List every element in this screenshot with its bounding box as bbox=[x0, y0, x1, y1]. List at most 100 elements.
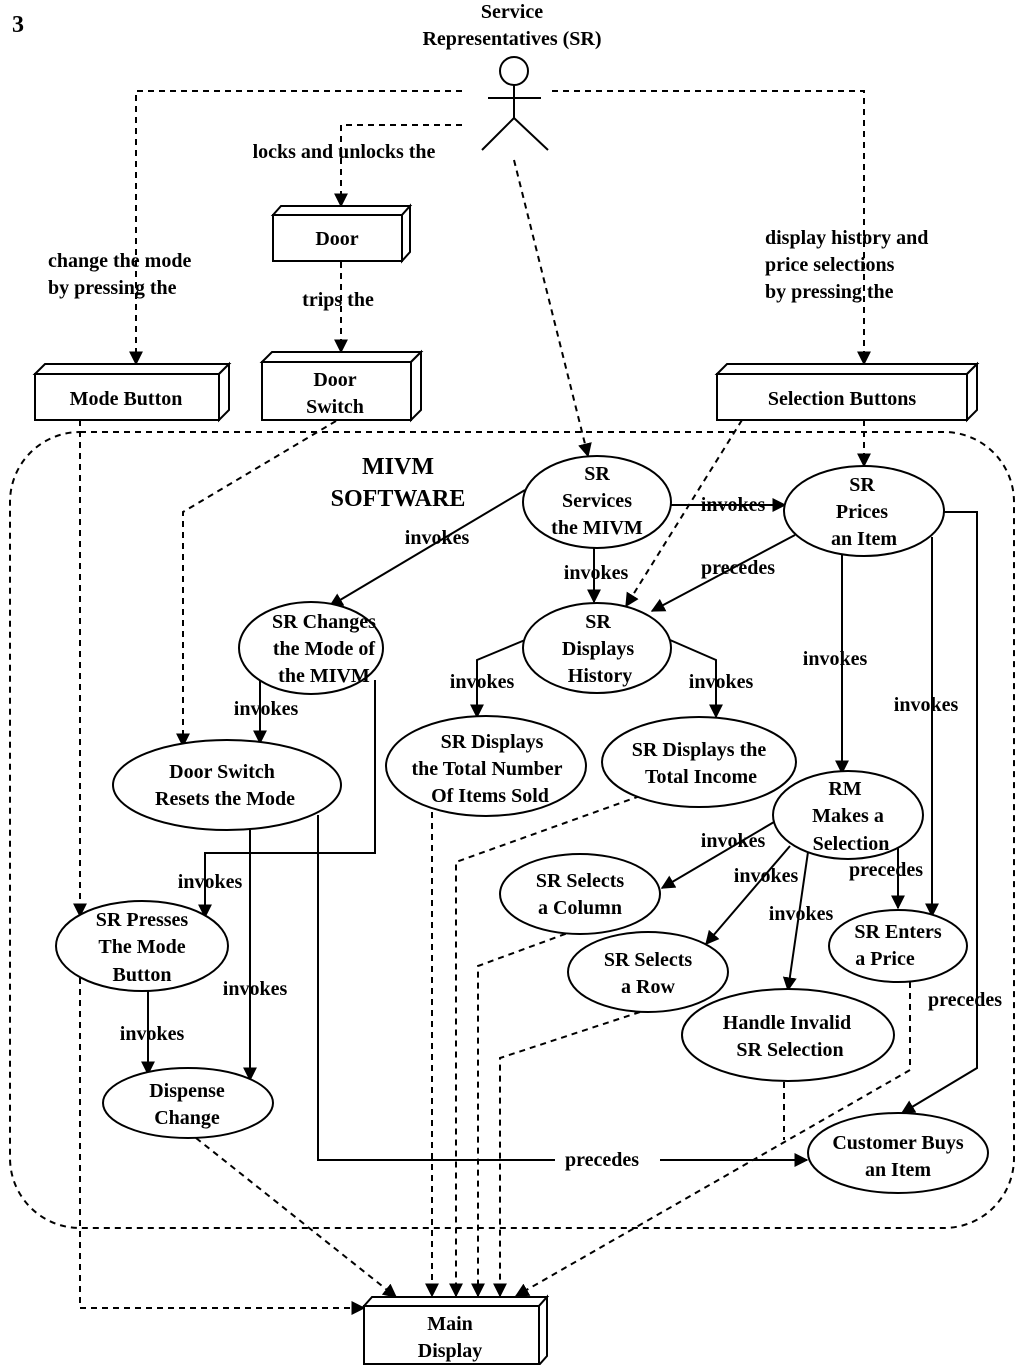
usecase-sr-enters-price: SR Enters a Price bbox=[828, 909, 968, 983]
label-trips: trips the bbox=[302, 289, 374, 311]
usecase-sr-total-income: SR Displays the Total Income bbox=[601, 716, 797, 808]
usecase-dispense-change: Dispense Change bbox=[102, 1067, 274, 1139]
edge-selection-sr-history bbox=[625, 419, 743, 608]
label-invokes-changes-resets: invokes bbox=[234, 698, 299, 720]
usecase-door-switch-resets: Door Switch Resets the Mode bbox=[112, 739, 342, 831]
sr-prices-line2: Prices bbox=[836, 501, 888, 523]
usecase-sr-selects-row: SR Selects a Row bbox=[567, 931, 729, 1013]
edge-history-total-items bbox=[470, 639, 526, 719]
edge-dispense-main bbox=[195, 1137, 398, 1298]
box-selection-buttons-label: Selection Buttons bbox=[768, 388, 917, 410]
sr-changes-line2: the Mode of bbox=[273, 638, 376, 660]
dispense-line1: Dispense bbox=[149, 1080, 225, 1102]
sr-prices-line1: SR bbox=[849, 474, 875, 496]
usecase-sr-selects-column: SR Selects a Column bbox=[499, 853, 661, 935]
sr-services-line3: the MIVM bbox=[551, 517, 643, 539]
page-number: 3 bbox=[12, 12, 24, 38]
usecase-sr-displays-history: SR Displays History bbox=[522, 602, 672, 694]
label-precedes-prices-customer: precedes bbox=[928, 989, 1002, 1011]
sr-history-line2: Displays bbox=[562, 638, 634, 660]
sr-prices-line3: an Item bbox=[831, 528, 897, 550]
usecase-sr-total-items: SR Displays the Total Number Of Items So… bbox=[385, 715, 587, 817]
box-mode-button-label: Mode Button bbox=[70, 388, 183, 410]
label-invokes-rm-column: invokes bbox=[701, 830, 766, 852]
total-income-line1: SR Displays the bbox=[632, 739, 767, 761]
presses-line3: Button bbox=[113, 964, 172, 986]
rm-line2: Makes a bbox=[812, 805, 884, 827]
edge-column-main bbox=[471, 929, 577, 1298]
box-selection-buttons: Selection Buttons bbox=[714, 361, 980, 423]
box-door-switch-line2: Switch bbox=[306, 396, 364, 418]
resets-line2: Resets the Mode bbox=[155, 788, 295, 810]
label-invokes-presses-dispense: invokes bbox=[120, 1023, 185, 1045]
total-items-line2: the Total Number bbox=[411, 758, 562, 780]
invalid-line1: Handle Invalid bbox=[723, 1012, 851, 1034]
edge-row-main bbox=[493, 1011, 641, 1298]
row-line2: a Row bbox=[621, 976, 675, 998]
sr-changes-line3: the MIVM bbox=[278, 665, 370, 687]
sr-services-line1: SR bbox=[584, 463, 610, 485]
rm-line1: RM bbox=[828, 778, 861, 800]
label-precedes-prices-history: precedes bbox=[701, 557, 775, 579]
actor-label-line2: Representatives (SR) bbox=[422, 28, 601, 50]
sr-changes-line1: SR Changes bbox=[272, 611, 376, 633]
customer-line1: Customer Buys bbox=[832, 1132, 964, 1154]
usecase-rm-makes-selection: RM Makes a Selection bbox=[772, 770, 924, 860]
usecase-sr-changes-mode: SR Changes the Mode of the MIVM bbox=[238, 601, 384, 695]
actor-service-representative: Service Representatives (SR) bbox=[422, 1, 602, 151]
label-change-mode-1: change the mode bbox=[48, 250, 191, 272]
box-door-switch: Door Switch bbox=[259, 349, 424, 423]
edge-actor-selection-buttons bbox=[552, 90, 871, 366]
presses-line1: SR Presses bbox=[96, 909, 189, 931]
presses-line2: The Mode bbox=[98, 936, 185, 958]
label-invokes-changes-presses: invokes bbox=[178, 871, 243, 893]
label-invokes-services-history: invokes bbox=[564, 562, 629, 584]
mivm-software-boundary bbox=[9, 431, 1015, 1229]
edge-labels: locks and unlocks the change the mode by… bbox=[48, 141, 1002, 1171]
customer-line2: an Item bbox=[865, 1159, 931, 1181]
edge-enters-price-main bbox=[514, 982, 911, 1297]
edge-actor-mode-button bbox=[129, 90, 462, 366]
label-precedes-rm-enters: precedes bbox=[849, 859, 923, 881]
edge-rm-column bbox=[660, 821, 775, 889]
label-invokes-rm-invalid: invokes bbox=[769, 903, 834, 925]
edge-actor-sr-services bbox=[513, 159, 592, 458]
actor-label-line1: Service bbox=[481, 1, 543, 23]
box-door: Door bbox=[270, 203, 413, 264]
edge-prices-history bbox=[650, 534, 796, 612]
label-invokes-prices-enters: invokes bbox=[894, 694, 959, 716]
label-invokes-services-prices: invokes bbox=[701, 494, 766, 516]
label-invokes-history-items: invokes bbox=[450, 671, 515, 693]
label-locks-unlocks: locks and unlocks the bbox=[253, 141, 436, 163]
edges bbox=[73, 90, 978, 1315]
box-main-display: Main Display bbox=[361, 1294, 550, 1365]
usecase-sr-presses-mode: SR Presses The Mode Button bbox=[55, 900, 229, 992]
sr-history-line1: SR bbox=[585, 611, 611, 633]
edge-total-income-main bbox=[449, 795, 641, 1298]
label-invokes-resets-dispense: invokes bbox=[223, 978, 288, 1000]
invalid-line2: SR Selection bbox=[736, 1039, 843, 1061]
label-change-mode-2: by pressing the bbox=[48, 277, 177, 299]
column-line2: a Column bbox=[538, 897, 622, 919]
usecase-customer-buys: Customer Buys an Item bbox=[807, 1112, 989, 1194]
box-door-switch-line1: Door bbox=[313, 369, 356, 391]
usecase-sr-services: SR Services the MIVM bbox=[522, 455, 672, 549]
row-line1: SR Selects bbox=[604, 949, 693, 971]
edge-history-total-income bbox=[669, 639, 723, 719]
sr-services-line2: Services bbox=[562, 490, 632, 512]
rm-line3: Selection bbox=[813, 833, 890, 855]
edge-door-switch-resets bbox=[176, 420, 337, 748]
enters-line2: a Price bbox=[855, 948, 915, 970]
edge-prices-customer-buys bbox=[900, 511, 978, 1114]
label-display-history-2: price selections bbox=[765, 254, 895, 276]
label-display-history-1: display history and bbox=[765, 227, 928, 249]
usecase-sr-prices: SR Prices an Item bbox=[783, 465, 945, 557]
edge-rm-row bbox=[705, 845, 791, 946]
edge-rm-invalid bbox=[782, 851, 809, 992]
usecase-handle-invalid: Handle Invalid SR Selection bbox=[681, 988, 895, 1082]
edge-changes-sr-presses bbox=[198, 680, 376, 919]
label-invokes-history-income: invokes bbox=[689, 671, 754, 693]
column-line1: SR Selects bbox=[536, 870, 625, 892]
total-income-line2: Total Income bbox=[645, 766, 757, 788]
